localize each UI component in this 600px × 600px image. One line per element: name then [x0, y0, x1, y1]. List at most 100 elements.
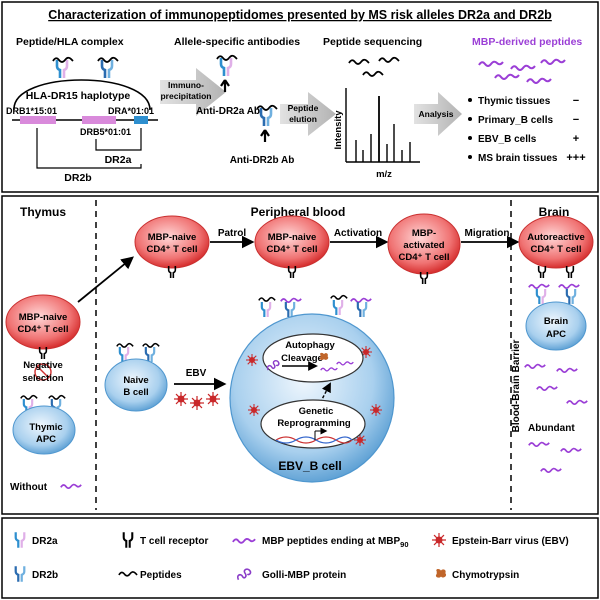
abundant-label: Abundant: [528, 423, 575, 434]
mz-axis-label: m/z: [376, 169, 392, 180]
negative-selection-line1: Negative: [23, 360, 63, 371]
tcell-thymus-line2: CD4⁺ T cell: [18, 324, 69, 335]
dr2a-icon: [14, 531, 26, 549]
dr2a-icon: [332, 298, 344, 317]
mbp-peptide-icon: [565, 399, 589, 406]
mbp-peptide-icon: [539, 467, 563, 474]
legend-border: [1, 517, 599, 599]
tcell-thymus: MBP-naive CD4⁺ T cell: [5, 294, 81, 361]
dr2a-icon: [260, 300, 272, 319]
tcell-thymus-line1: MBP-naive: [19, 312, 68, 323]
brain-mbp-cluster: [523, 363, 589, 474]
legend-dr2b: DR2b: [32, 570, 58, 581]
peptide-icon: [362, 70, 384, 77]
patrol-label: Patrol: [218, 228, 247, 239]
legend-peptides: Peptides: [140, 570, 182, 581]
dr2b-bracket: [36, 128, 142, 169]
mbp-peptide-icon: [59, 483, 83, 490]
tcr-icon: [565, 264, 575, 280]
peptide-icon: [258, 296, 276, 302]
mbp-peptide-icon: [349, 297, 373, 304]
mbp-peptide-icon: [555, 367, 579, 374]
mbp-peptide-icon: [523, 363, 547, 370]
legend-golli: Golli-MBP protein: [262, 570, 346, 581]
mbp-peptide-icon: [535, 385, 559, 392]
brain-apc-line1: Brain: [544, 316, 568, 327]
tcell-autoreactive-line1: Autoreactive: [527, 232, 585, 243]
mass-spectrum: [345, 88, 420, 163]
thymic-apc-line1: Thymic: [29, 422, 62, 433]
legend-chymotrypsin: Chymotrypsin: [452, 570, 519, 581]
mbp-peptide-icon: [527, 441, 551, 448]
sequencing-label: Peptide sequencing: [323, 36, 422, 48]
peripheral-header: Peripheral blood: [251, 205, 346, 219]
cleavage-label: Cleavage: [281, 353, 323, 364]
bbb-label: Blood-Brain Barrier: [511, 339, 522, 432]
elution-arrow: [280, 92, 336, 136]
intensity-axis-label: Intensity: [333, 110, 344, 150]
tcell-naive-2: MBP-naive CD4⁺ T cell: [254, 215, 330, 280]
tcell-activated-line1: MBP-: [412, 228, 436, 239]
tcell-naive-2-line1: MBP-naive: [268, 232, 317, 243]
mbp-peptide-icon: [279, 297, 303, 304]
analysis-label: Analysis: [419, 109, 454, 119]
complex-label: Peptide/HLA complex: [16, 36, 124, 48]
golli-mbp-icon: [236, 568, 252, 581]
gene-drb5-box: [82, 116, 116, 124]
dr2b-label: DR2b: [64, 172, 91, 184]
peptide-icon: [330, 294, 348, 300]
results-list: Thymic tissues − Primary_B cells − EBV_B…: [468, 95, 586, 164]
peptide-icon: [348, 58, 370, 65]
activation-label: Activation: [334, 228, 382, 239]
reprogramming-arrow: [317, 382, 331, 408]
ebv-label: EBV: [186, 368, 207, 379]
tcr-icon: [537, 264, 547, 280]
dr2a-bracket: [95, 128, 142, 151]
antibody-icon: [220, 79, 230, 92]
peptide-icon: [20, 394, 38, 400]
top-panel-border: [1, 1, 599, 193]
naive-b-line1: Naive: [123, 375, 148, 386]
no-symbol: [34, 363, 52, 381]
mbp-peptide-icon: [527, 283, 551, 290]
brain-apc: Brain APC: [525, 283, 587, 351]
ebv-virus-icon: [205, 391, 221, 407]
result-label: Thymic tissues: [478, 96, 551, 107]
dna-icon: [275, 427, 353, 444]
ebv-b-cell: Autophagy Cleavage Genetic Reprogramming…: [229, 294, 395, 483]
autophagy-label: Autophagy: [285, 340, 335, 351]
dr2b-icon: [144, 345, 156, 364]
top-panel: Characterization of immunopeptidomes pre…: [1, 1, 599, 193]
peptide-icon: [116, 342, 134, 348]
ebv-virus-icon: [189, 395, 205, 411]
result-label: EBV_B cells: [478, 134, 537, 145]
gene-drb5-label: DRB5*01:01: [80, 127, 131, 137]
autophagosome: [262, 333, 364, 383]
tcell-activated-line3: CD4⁺ T cell: [399, 252, 450, 263]
ebv-virus-icon: [245, 353, 259, 367]
mbp-peptide-icon: [231, 537, 257, 544]
result-value: +++: [566, 152, 585, 164]
legend-ebv: Epstein-Barr virus (EBV): [452, 536, 569, 547]
ebv-virus-icon: [173, 391, 189, 407]
gene-drb1-box: [20, 116, 56, 124]
immuno-arrow-line2: precipitation: [160, 91, 211, 101]
peptide-icon: [48, 394, 66, 400]
middle-panel-border: [1, 195, 599, 515]
peptide-icon: [118, 571, 138, 577]
legend-mbp: MBP peptides ending at MBP90: [262, 536, 409, 549]
ebv-virus-icon: [247, 403, 261, 417]
tcr-icon: [122, 531, 134, 549]
tcell-autoreactive: Autoreactive CD4⁺ T cell: [518, 215, 594, 280]
without-label: Without: [10, 482, 48, 493]
legend-mbp-subscript: 90: [400, 540, 408, 549]
legend-dr2a: DR2a: [32, 536, 58, 547]
reprogramming-line2: Reprogramming: [277, 418, 351, 429]
tcell-naive-1: MBP-naive CD4⁺ T cell: [134, 215, 210, 280]
thymic-apc: Thymic APC: [12, 394, 76, 455]
antibodies-label: Allele-specific antibodies: [174, 36, 300, 48]
brain-apc-line2: APC: [546, 329, 566, 340]
mbp-peptide-icon: [540, 58, 566, 65]
middle-panel: Thymus Peripheral blood Brain MBP-naive …: [1, 195, 599, 515]
